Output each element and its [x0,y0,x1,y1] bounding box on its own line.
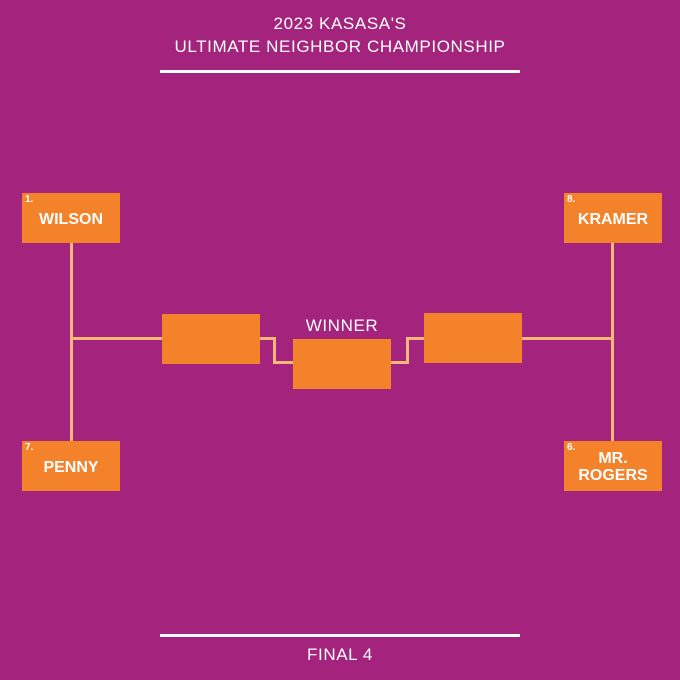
right-vertical-connector [611,242,614,442]
winner-box [293,339,391,389]
seed-number: 1. [25,194,34,205]
center-right-connector-b [406,337,409,364]
left-horizontal-connector [70,337,163,340]
footer-divider [160,634,520,637]
center-right-connector-a [406,337,425,340]
right-horizontal-connector [521,337,614,340]
title-line-1: 2023 KASASA'S [273,14,407,33]
team-name: PENNY [43,458,99,476]
team-name: WILSON [39,210,103,228]
team-name: KRAMER [577,210,649,228]
team-box-kramer: 8. KRAMER [564,193,662,243]
center-left-connector-c [273,361,294,364]
center-right-connector-c [390,361,409,364]
header-divider [160,70,520,73]
team-box-wilson: 1. WILSON [22,193,120,243]
semifinal-right-box [424,313,522,363]
team-box-mr-rogers: 6. MR. ROGERS [564,441,662,491]
left-vertical-connector [70,242,73,442]
round-label: FINAL 4 [307,645,373,664]
seed-number: 6. [567,442,576,453]
center-left-connector-b [273,337,276,364]
semifinal-left-box [162,314,260,364]
winner-label: WINNER [305,316,379,335]
team-box-penny: 7. PENNY [22,441,120,491]
team-name: MR. ROGERS [578,450,648,484]
title-line-2: ULTIMATE NEIGHBOR CHAMPIONSHIP [174,37,506,56]
seed-number: 7. [25,442,34,453]
center-left-connector-a [260,337,276,340]
seed-number: 8. [567,194,576,205]
